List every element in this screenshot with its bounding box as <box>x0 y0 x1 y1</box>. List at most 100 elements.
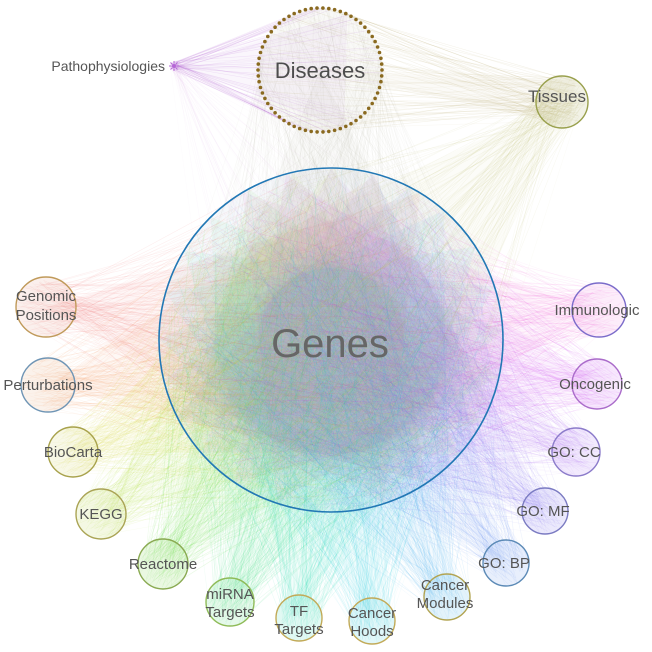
disease-dot <box>273 111 277 115</box>
wash-diseases-tissues <box>320 70 576 127</box>
wash-genomic_positions-genes <box>46 192 421 504</box>
node-label-reactome: Reactome <box>129 556 197 573</box>
disease-dot <box>332 7 337 12</box>
disease-dot <box>321 6 325 10</box>
wash-immunologic-genes <box>242 192 599 504</box>
node-kegg[interactable]: KEGG <box>75 488 127 540</box>
genes-node[interactable] <box>158 167 504 513</box>
wash-go_mf-genes <box>177 173 545 511</box>
genes-circle-fill <box>159 168 503 512</box>
node-circle-genomic_positions[interactable] <box>15 276 77 338</box>
node-circle-go_cc[interactable] <box>551 427 601 477</box>
disease-dot <box>309 6 314 11</box>
disease-dot <box>363 111 367 115</box>
node-circle-cancer_hoods[interactable] <box>348 597 396 645</box>
disease-dot <box>354 17 358 22</box>
node-circle-biocarta[interactable] <box>47 426 99 478</box>
node-circle-kegg[interactable] <box>75 488 127 540</box>
pathophysiologies-label: Pathophysiologies <box>51 58 165 74</box>
disease-dot <box>377 50 382 55</box>
node-circle-mirna_targets[interactable] <box>205 577 255 627</box>
node-circle-immunologic[interactable] <box>571 282 627 338</box>
diseases-label: Diseases <box>275 58 365 83</box>
edge-bundle-pathophysiologies-diseases <box>169 7 382 133</box>
disease-dot <box>366 29 371 34</box>
disease-dot <box>338 9 343 14</box>
disease-dot <box>379 74 384 78</box>
disease-dot <box>380 68 384 72</box>
disease-dot <box>344 11 348 16</box>
node-circle-perturbations[interactable] <box>20 357 76 413</box>
wash-go_cc-genes <box>200 168 576 453</box>
node-go_bp[interactable]: GO: BP <box>478 539 530 587</box>
node-circle-cancer_modules[interactable] <box>423 573 471 621</box>
disease-dot <box>297 9 302 14</box>
node-immunologic[interactable]: Immunologic <box>554 282 640 338</box>
disease-dot <box>370 101 375 106</box>
edge-bundle-cancer_modules-genes <box>165 182 499 620</box>
node-circle-go_mf[interactable] <box>521 487 569 535</box>
node-tissues[interactable]: Tissues <box>528 75 589 129</box>
node-circle-oncogenic[interactable] <box>571 358 623 410</box>
disease-dot <box>297 126 302 131</box>
disease-dot <box>263 39 267 44</box>
node-label-go_mf: GO: MF <box>516 503 569 520</box>
disease-dot <box>287 121 291 126</box>
wash-cancer_modules-genes <box>159 210 447 597</box>
disease-dot <box>282 17 286 22</box>
disease-dot <box>375 45 380 49</box>
wash-tissues-genes <box>168 102 562 501</box>
edge-bundle-mirna_targets-genes <box>161 174 501 625</box>
disease-dot <box>315 6 319 10</box>
wash-pathophysiologies-diseases <box>174 14 348 128</box>
node-perturbations[interactable]: Perturbations <box>3 357 93 413</box>
disease-dot <box>373 96 377 101</box>
disease-dot <box>292 11 297 16</box>
disease-dot <box>292 124 297 129</box>
disease-dot <box>373 39 377 44</box>
node-go_cc[interactable]: GO: CC <box>547 427 601 477</box>
node-circle-tissues[interactable] <box>535 75 589 129</box>
node-biocarta[interactable]: BioCarta <box>44 426 103 478</box>
node-label-go_bp: GO: BP <box>478 555 530 572</box>
node-oncogenic[interactable]: Oncogenic <box>559 358 631 410</box>
wash-go_bp-genes <box>163 187 507 563</box>
pathophysiologies-node[interactable] <box>169 61 179 71</box>
node-reactome[interactable]: Reactome <box>129 538 197 590</box>
disease-dot <box>379 79 383 84</box>
edge-bundle-diseases-genes <box>167 7 493 505</box>
disease-dot <box>257 56 261 61</box>
disease-dot <box>358 115 363 119</box>
wash-kegg-genes <box>101 172 483 514</box>
disease-dot <box>260 45 265 49</box>
disease-dot <box>315 130 319 134</box>
node-label-tissues: Tissues <box>528 87 586 106</box>
node-circle-go_bp[interactable] <box>482 539 530 587</box>
disease-dot <box>258 85 263 90</box>
disease-dot <box>379 56 383 61</box>
edge-bundle-reactome-genes <box>138 178 487 589</box>
node-go_mf[interactable]: GO: MF <box>516 487 570 535</box>
disease-dot <box>277 21 282 25</box>
node-circle-tf_targets[interactable] <box>275 594 323 642</box>
edge-bundle-go_bp-genes <box>171 170 528 586</box>
edge-bundle-pathophysiologies-genes <box>169 61 491 499</box>
disease-dot <box>269 106 274 111</box>
edge-bundle-immunologic-genes <box>172 182 626 500</box>
node-label-go_cc: GO: CC <box>547 444 601 461</box>
disease-dot <box>256 68 260 72</box>
diseases-node[interactable] <box>256 6 384 134</box>
wash-oncogenic-genes <box>234 174 597 483</box>
disease-dot <box>260 91 265 95</box>
node-circle-reactome[interactable] <box>137 538 189 590</box>
